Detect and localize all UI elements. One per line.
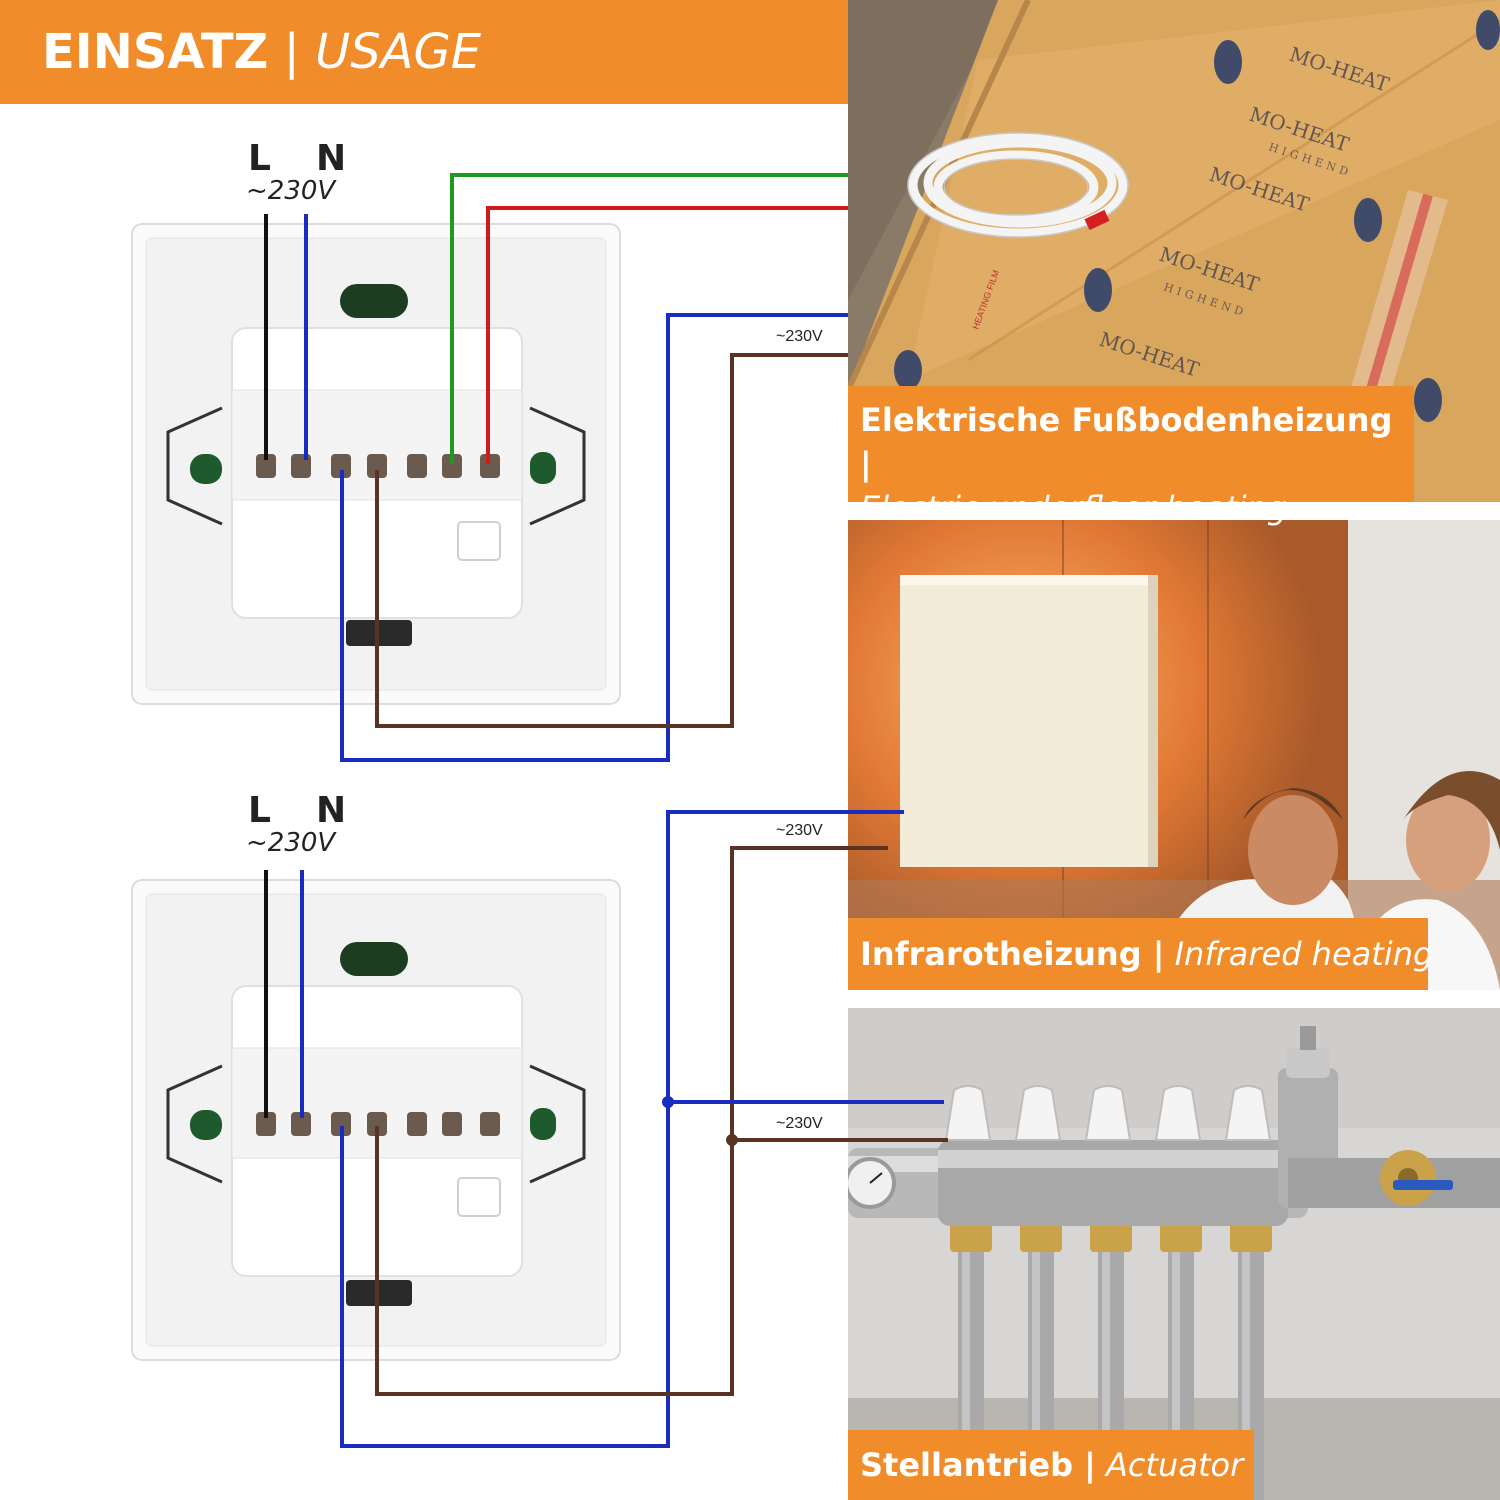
caption-infrared-en: Infrared heating bbox=[1174, 935, 1434, 973]
header-bar: EINSATZ | USAGE bbox=[0, 0, 848, 104]
caption-actuator-en: Actuator bbox=[1106, 1446, 1244, 1484]
junction-dot-neutral bbox=[662, 1096, 674, 1108]
mounting-slot-icon bbox=[340, 942, 408, 976]
wire-green-sensor bbox=[450, 173, 848, 464]
infrared-wire-ends bbox=[848, 810, 904, 850]
mounting-slot-icon bbox=[340, 284, 408, 318]
label-neutral: N bbox=[316, 790, 349, 831]
wiring-diagram bbox=[131, 173, 848, 1448]
caption-actuator: Stellantrieb | Actuator bbox=[848, 1430, 1254, 1500]
caption-actuator-de: Stellantrieb | bbox=[860, 1446, 1096, 1484]
header-separator: | bbox=[283, 24, 300, 80]
wire-load-neutral-2 bbox=[340, 810, 848, 1448]
caption-underfloor-de: Elektrische Fußbodenheizung | bbox=[860, 401, 1393, 483]
actuator-manifold-photo bbox=[848, 1008, 1500, 1500]
wire-red-sensor bbox=[486, 206, 848, 464]
terminal-labels-1: L N bbox=[248, 138, 348, 179]
load-voltage-actuator: ~230V bbox=[776, 1115, 823, 1132]
wire-load-line-2 bbox=[375, 846, 848, 1396]
load-voltage-underfloor: ~230V bbox=[776, 328, 823, 345]
terminal-labels-2: L N bbox=[248, 790, 348, 831]
header-title-en: USAGE bbox=[315, 24, 482, 80]
caption-underfloor-en: Electric underfloor heating bbox=[860, 489, 1288, 527]
wire-load-neutral-1 bbox=[340, 313, 848, 762]
load-voltage-infrared: ~230V bbox=[776, 822, 823, 839]
caption-underfloor: Elektrische Fußbodenheizung | Electric u… bbox=[848, 386, 1414, 527]
caption-infrared: Infrarotheizung | Infrared heating bbox=[848, 918, 1433, 990]
supply-voltage-2: ~230V bbox=[246, 828, 336, 858]
actuator-wire-ends bbox=[848, 1100, 948, 1142]
header-title-de: EINSATZ bbox=[42, 24, 269, 80]
label-line: L bbox=[248, 790, 273, 831]
header-title: EINSATZ | USAGE bbox=[42, 24, 481, 80]
junction-dot-line bbox=[726, 1134, 738, 1146]
label-neutral: N bbox=[316, 138, 349, 179]
wire-load-line-1 bbox=[375, 353, 848, 728]
caption-infrared-de: Infrarotheizung | bbox=[860, 935, 1165, 973]
label-line: L bbox=[248, 138, 273, 179]
supply-voltage-1: ~230V bbox=[246, 176, 336, 206]
